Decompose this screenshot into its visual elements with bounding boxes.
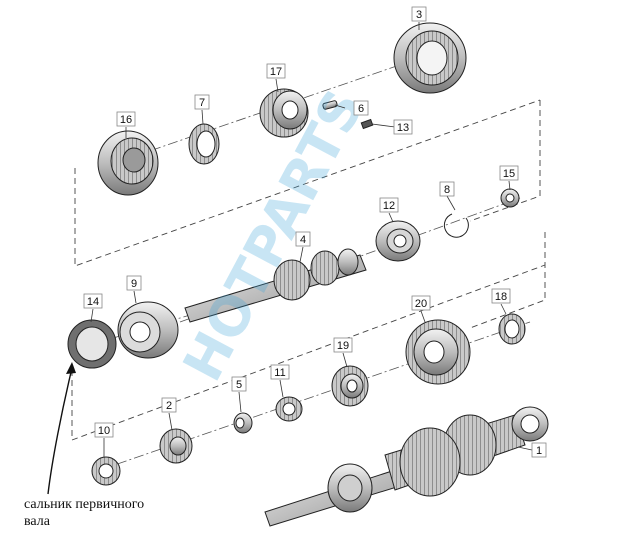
svg-text:3: 3 [416, 9, 422, 21]
part-18-needle-ring [498, 313, 526, 345]
svg-text:10: 10 [98, 425, 110, 437]
callout-8: 8 [439, 181, 455, 197]
svg-text:16: 16 [120, 114, 132, 126]
svg-text:5: 5 [236, 379, 242, 391]
lower-dashed-boundary-right [469, 232, 546, 329]
callout-9: 9 [126, 275, 142, 291]
svg-text:8: 8 [444, 184, 450, 196]
part-6-pin [322, 100, 338, 110]
part-13-spring [360, 118, 374, 130]
part-14-seal [67, 319, 117, 369]
part-16-gear [97, 130, 159, 196]
svg-text:15: 15 [503, 168, 515, 180]
callout-14: 14 [83, 293, 103, 309]
svg-text:9: 9 [131, 278, 137, 290]
callout-5: 5 [231, 376, 247, 392]
svg-text:4: 4 [300, 234, 306, 246]
callout-1: 1 [531, 442, 547, 458]
svg-text:20: 20 [415, 298, 427, 310]
callout-20: 20 [411, 295, 431, 311]
part-20-gear [405, 319, 471, 385]
svg-text:7: 7 [199, 97, 205, 109]
svg-text:1: 1 [536, 445, 542, 457]
part-8-circlip [443, 213, 469, 238]
annotation-arrowhead [66, 362, 76, 374]
callout-15: 15 [499, 165, 519, 181]
svg-text:6: 6 [358, 103, 364, 115]
annotation-arrow [47, 367, 73, 495]
callout-17: 17 [266, 63, 286, 79]
svg-text:14: 14 [87, 296, 99, 308]
callout-10: 10 [94, 422, 114, 438]
callout-3: 3 [411, 6, 427, 22]
part-11-needle-bearing [275, 396, 303, 422]
part-10-cage-bearing [91, 456, 121, 486]
svg-text:11: 11 [274, 367, 285, 379]
part-9-bearing [117, 301, 179, 359]
svg-text:17: 17 [270, 66, 282, 78]
callout-6: 6 [353, 100, 369, 116]
lower-dashed-boundary [71, 264, 546, 441]
callout-11: 11 [270, 364, 290, 380]
part-4-shaft [184, 248, 367, 323]
svg-text:13: 13 [397, 122, 409, 134]
part-3-synchro-sleeve [393, 22, 467, 94]
callout-18: 18 [491, 288, 511, 304]
svg-text:19: 19 [337, 340, 349, 352]
part-7-blocker-ring [188, 123, 220, 165]
callout-16: 16 [116, 111, 136, 127]
svg-text:18: 18 [495, 291, 507, 303]
seal-annotation-text: сальник первичного вала [24, 497, 145, 529]
part-5-bushing [233, 412, 253, 434]
part-15-washer [500, 188, 520, 208]
leader-lines [90, 22, 533, 457]
svg-text:12: 12 [383, 200, 395, 212]
part-19-gear [331, 365, 369, 407]
callout-4: 4 [295, 231, 311, 247]
callout-12: 12 [379, 197, 399, 213]
part-1-main-shaft [264, 406, 549, 527]
callout-13: 13 [393, 119, 413, 135]
part-2-gear [159, 428, 193, 464]
upper-dashed-boundary-right [469, 100, 541, 222]
callout-2: 2 [161, 397, 177, 413]
part-17-synchro-hub [259, 88, 309, 138]
upper-dashed-boundary [74, 99, 541, 267]
part-12-bearing [375, 220, 421, 262]
callout-19: 19 [333, 337, 353, 353]
callout-7: 7 [194, 94, 210, 110]
svg-text:2: 2 [166, 400, 172, 412]
